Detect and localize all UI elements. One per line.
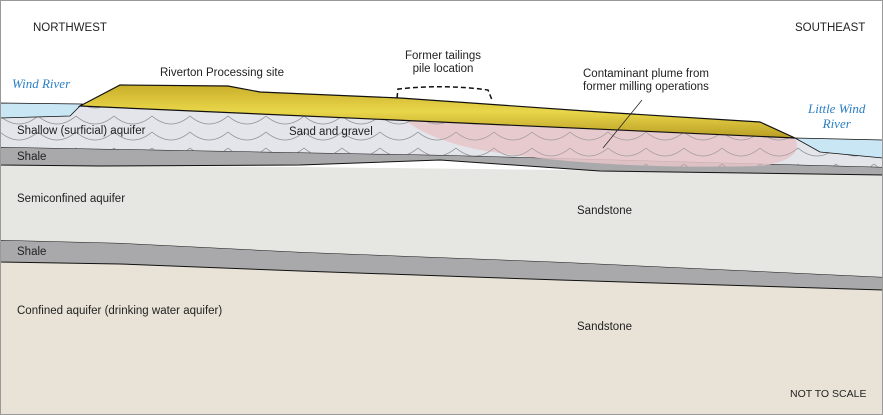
tailings-line1: Former tailings — [405, 50, 482, 62]
upper-shale-label: Shale — [17, 151, 47, 163]
site-label: Riverton Processing site — [160, 67, 284, 79]
shallow-aquifer-label: Shallow (surficial) aquifer — [17, 125, 146, 137]
northwest-label: NORTHWEST — [33, 22, 107, 34]
river-line1: Little Wind — [808, 101, 866, 116]
lower-sandstone-label: Sandstone — [577, 321, 632, 333]
tailings-line2: pile location — [412, 63, 474, 75]
lower-shale-label: Shale — [17, 246, 47, 258]
plume-line2: former milling operations — [583, 81, 709, 93]
wind-river-label: Wind River — [12, 76, 71, 91]
little-wind-river-water — [794, 137, 883, 159]
semiconfined-label: Semiconfined aquifer — [17, 193, 126, 205]
tailings-pile-outline — [396, 86, 493, 101]
river-line2: River — [822, 116, 851, 131]
confined-label: Confined aquifer (drinking water aquifer… — [17, 305, 223, 317]
plume-line1: Contaminant plume from — [583, 68, 709, 80]
upper-sandstone-label: Sandstone — [577, 205, 632, 217]
semiconfined-sandstone-layer — [0, 165, 883, 277]
southeast-label: SOUTHEAST — [795, 22, 866, 34]
wind-river-water — [0, 102, 83, 119]
scale-note: NOT TO SCALE — [790, 388, 867, 400]
sand-gravel-label: Sand and gravel — [289, 126, 373, 138]
